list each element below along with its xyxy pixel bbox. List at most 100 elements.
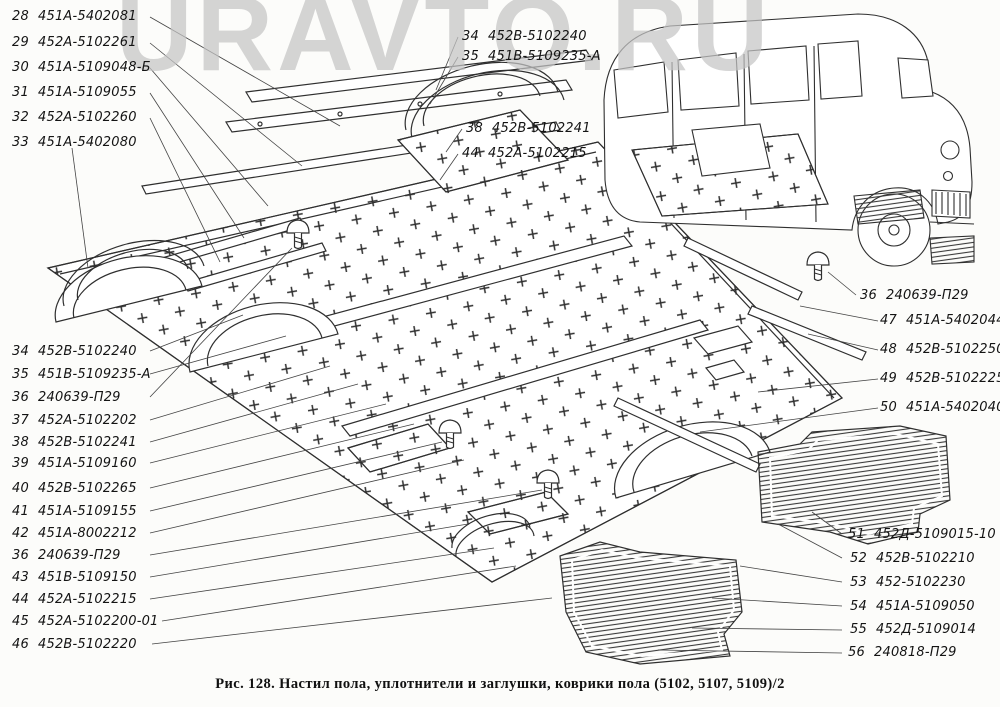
part-number: 452В-5102241 (38, 435, 137, 450)
part-label: 51 452Д-5109015-10 (848, 527, 996, 542)
step-panels (346, 423, 570, 557)
part-index: 50 (880, 400, 897, 415)
part-index: 31 (12, 85, 29, 100)
part-index: 52 (850, 551, 867, 566)
part-label: 38 452В-5102241 (12, 435, 137, 450)
part-index: 36 (12, 390, 29, 405)
part-label: 38 452В-5102241 (466, 121, 591, 136)
part-label: 30 451А-5109048-Б (12, 60, 151, 75)
part-index: 43 (12, 570, 29, 585)
figure-caption: Рис. 128. Настил пола, уплотнители и заг… (215, 676, 785, 692)
part-number: 452А-5102200-01 (38, 614, 159, 629)
part-index: 56 (848, 645, 865, 660)
part-number: 451А-5109055 (38, 85, 137, 100)
part-index: 51 (848, 527, 865, 542)
part-label: 44 452А-5102215 (12, 592, 137, 607)
part-number: 452В-5102220 (38, 637, 137, 652)
part-index: 41 (12, 504, 29, 519)
part-number: 452А-5102215 (38, 592, 137, 607)
part-number: 451А-5402080 (38, 135, 137, 150)
part-label: 46 452В-5102220 (12, 637, 137, 652)
part-index: 35 (462, 49, 479, 64)
part-index: 30 (12, 60, 29, 75)
part-index: 48 (880, 342, 897, 357)
part-label: 45 452А-5102200-01 (12, 614, 159, 629)
part-index: 37 (12, 413, 29, 428)
part-index: 38 (466, 121, 483, 136)
part-index: 55 (850, 622, 867, 637)
part-index: 49 (880, 371, 897, 386)
part-number: 452В-5102241 (492, 121, 591, 136)
part-number: 451В-5109235-А (38, 367, 151, 382)
part-number: 451В-5109235-А (488, 49, 601, 64)
part-label: 31 451А-5109055 (12, 85, 137, 100)
part-number: 451А-5402044 (906, 313, 1000, 328)
part-label: 39 451А-5109160 (12, 456, 137, 471)
part-label: 40 452В-5102265 (12, 481, 137, 496)
part-label: 54 451А-5109050 (850, 599, 975, 614)
part-number: 240818-П29 (874, 645, 957, 660)
part-number: 452В-5102240 (488, 29, 587, 44)
van-body (603, 13, 975, 267)
part-label: 44 452А-5102215 (462, 146, 587, 161)
part-number: 240639-П29 (886, 288, 969, 303)
part-number: 452А-5102261 (38, 35, 137, 50)
part-index: 54 (850, 599, 867, 614)
part-index: 39 (12, 456, 29, 471)
part-label: 35 451В-5109235-А (12, 367, 151, 382)
part-index: 46 (12, 637, 29, 652)
floor-panel (46, 141, 843, 583)
part-number: 451А-5109160 (38, 456, 137, 471)
part-label: 34 452В-5102240 (12, 344, 137, 359)
part-index: 36 (12, 548, 29, 563)
part-index: 38 (12, 435, 29, 450)
part-number: 452Д-5109015-10 (874, 527, 996, 542)
part-index: 35 (12, 367, 29, 382)
part-number: 452В-5102240 (38, 344, 137, 359)
part-index: 53 (850, 575, 867, 590)
leader-lines (71, 16, 879, 654)
part-label: 56 240818-П29 (848, 645, 957, 660)
part-number: 451А-5402040 (906, 400, 1000, 415)
part-label: 36 240639-П29 (12, 390, 121, 405)
part-number: 452В-5102210 (876, 551, 975, 566)
part-label: 34 452В-5102240 (462, 29, 587, 44)
part-index: 45 (12, 614, 29, 629)
part-index: 44 (12, 592, 29, 607)
part-number: 452В-5102265 (38, 481, 137, 496)
part-index: 29 (12, 35, 29, 50)
part-number: 452А-5102260 (38, 110, 137, 125)
part-label: 52 452В-5102210 (850, 551, 975, 566)
part-number: 451А-5109155 (38, 504, 137, 519)
part-number: 451В-5109150 (38, 570, 137, 585)
part-index: 42 (12, 526, 29, 541)
part-number: 452А-5102215 (488, 146, 587, 161)
part-index: 44 (462, 146, 479, 161)
part-number: 451А-5109050 (876, 599, 975, 614)
part-number: 452Д-5109014 (876, 622, 976, 637)
part-label: 37 452А-5102202 (12, 413, 137, 428)
part-index: 40 (12, 481, 29, 496)
part-index: 36 (860, 288, 877, 303)
part-label: 50 451А-5402040 (880, 400, 1000, 415)
part-number: 452А-5102202 (38, 413, 137, 428)
part-number: 240639-П29 (38, 390, 121, 405)
part-label: 35 451В-5109235-А (462, 49, 601, 64)
right-rails (613, 237, 867, 473)
part-label: 55 452Д-5109014 (850, 622, 976, 637)
part-index: 34 (462, 29, 479, 44)
part-number: 452-5102230 (876, 575, 966, 590)
part-index: 33 (12, 135, 29, 150)
part-number: 451А-5402081 (38, 9, 137, 24)
part-index: 34 (12, 344, 29, 359)
part-number: 451А-8002212 (38, 526, 137, 541)
part-label: 29 452А-5102261 (12, 35, 137, 50)
floor-mats (559, 425, 951, 665)
part-number: 451А-5109048-Б (38, 60, 151, 75)
